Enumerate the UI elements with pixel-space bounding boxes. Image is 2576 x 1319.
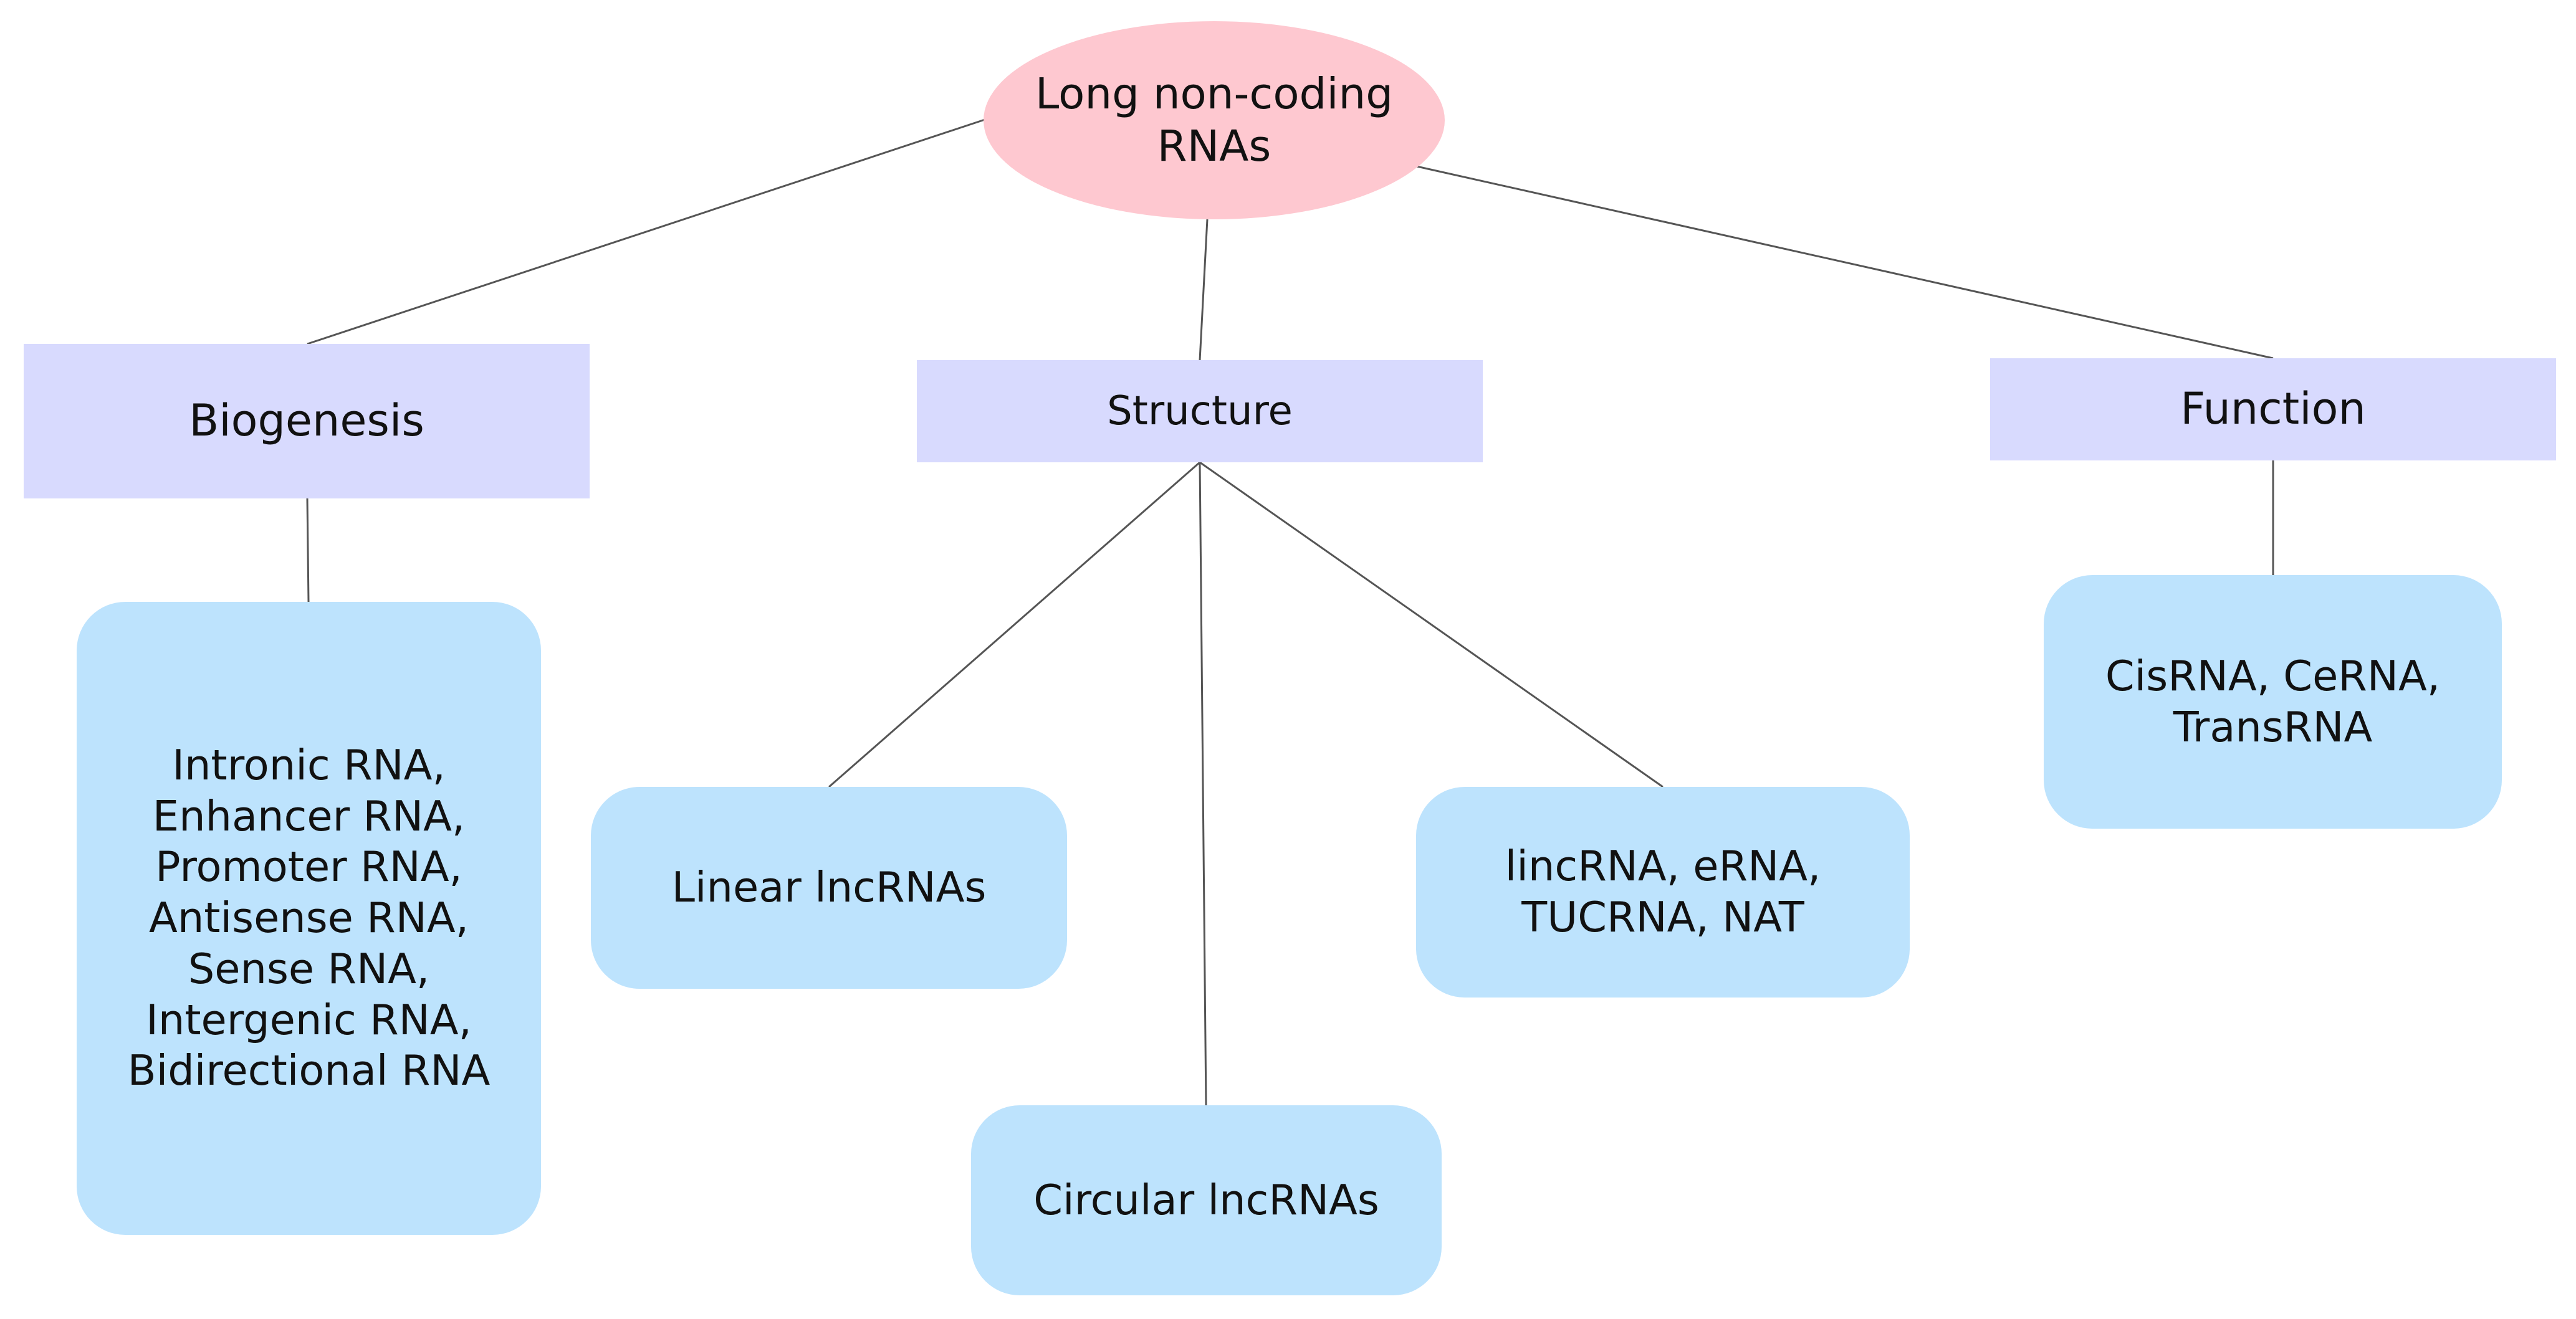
edge-biogenesis-types <box>306 498 310 602</box>
edge-root-structure <box>1199 219 1209 361</box>
leaf-circular-lncrnas-label: Circular lncRNAs <box>1033 1175 1379 1224</box>
leaf-function-types: CisRNA, CeRNA, TransRNA <box>2044 575 2502 829</box>
leaf-circular-lncrnas: Circular lncRNAs <box>971 1105 1442 1295</box>
category-structure-label: Structure <box>1107 388 1293 434</box>
leaf-linear-lncrnas: Linear lncRNAs <box>591 787 1067 989</box>
edge-structure-types <box>1199 461 1664 788</box>
root-node: Long non-coding RNAs <box>984 21 1445 219</box>
edge-structure-circular <box>1199 462 1207 1106</box>
leaf-biogenesis-types-label: Intronic RNA, Enhancer RNA, Promoter RNA… <box>127 740 491 1095</box>
category-structure: Structure <box>917 360 1483 462</box>
category-biogenesis-label: Biogenesis <box>189 395 424 447</box>
leaf-biogenesis-types: Intronic RNA, Enhancer RNA, Promoter RNA… <box>77 602 541 1235</box>
leaf-linear-lncrnas-label: Linear lncRNAs <box>671 863 987 912</box>
edge-root-function <box>1416 165 2274 360</box>
category-function: Function <box>1990 358 2556 460</box>
root-label: Long non-coding RNAs <box>1035 69 1394 171</box>
edge-root-biogenesis <box>307 118 985 345</box>
leaf-function-types-label: CisRNA, CeRNA, TransRNA <box>2105 651 2441 751</box>
leaf-structure-types-label: lincRNA, eRNA, TUCRNA, NAT <box>1505 842 1821 941</box>
category-function-label: Function <box>2180 383 2366 435</box>
category-biogenesis: Biogenesis <box>24 344 590 498</box>
leaf-structure-types: lincRNA, eRNA, TUCRNA, NAT <box>1416 787 1910 998</box>
edge-structure-linear <box>828 461 1200 788</box>
